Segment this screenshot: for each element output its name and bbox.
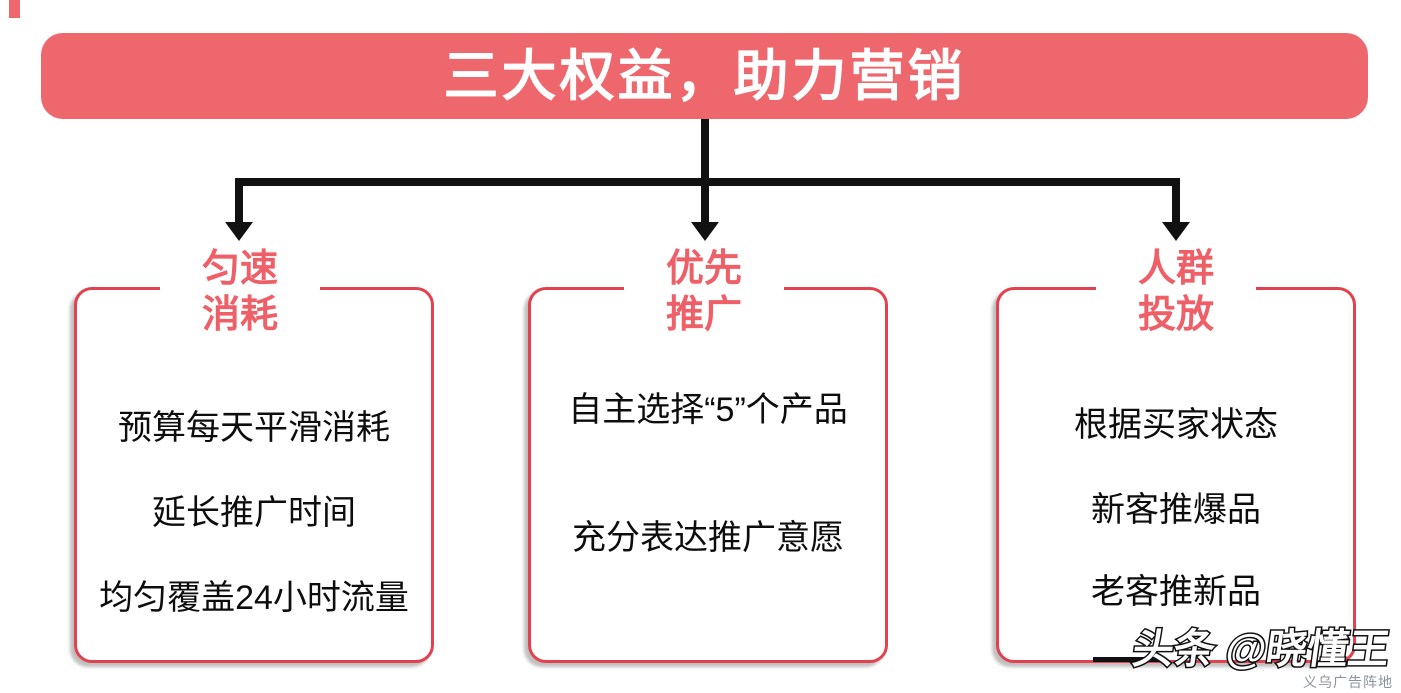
corner-mark bbox=[9, 0, 20, 18]
card-line: 延长推广时间 bbox=[152, 494, 356, 532]
connector-bar bbox=[235, 178, 1180, 186]
connector-stem-center bbox=[701, 119, 709, 224]
card-line: 预算每天平滑消耗 bbox=[118, 409, 390, 447]
card-audience-targeting: 根据买家状态 新客推爆品 老客推新品 bbox=[996, 287, 1356, 663]
connector-stem-right bbox=[1172, 178, 1180, 224]
card-header-priority-promotion: 优先 推广 bbox=[623, 246, 785, 338]
card-line: 新客推爆品 bbox=[1091, 491, 1261, 529]
card-header-uniform-pacing: 匀速 消耗 bbox=[159, 246, 321, 338]
card-line: 充分表达推广意愿 bbox=[572, 519, 844, 557]
title-banner: 三大权益，助力营销 bbox=[41, 33, 1368, 119]
watermark-caption: 义乌广告阵地 bbox=[1303, 674, 1393, 690]
connector-stem-left bbox=[235, 178, 243, 224]
card-header-audience-targeting: 人群 投放 bbox=[1095, 246, 1257, 338]
watermark-underline bbox=[1093, 657, 1165, 662]
down-arrow-icon bbox=[691, 222, 719, 241]
card-line: 均匀覆盖24小时流量 bbox=[99, 579, 409, 617]
card-priority-promotion: 自主选择“5”个产品 充分表达推广意愿 bbox=[528, 287, 888, 663]
down-arrow-icon bbox=[225, 222, 253, 241]
card-line: 老客推新品 bbox=[1091, 573, 1261, 611]
down-arrow-icon bbox=[1162, 222, 1190, 241]
card-uniform-pacing: 预算每天平滑消耗 延长推广时间 均匀覆盖24小时流量 bbox=[74, 287, 434, 663]
page-title: 三大权益，助力营销 bbox=[443, 44, 966, 107]
watermark-handle: 头条 @晓懂王 bbox=[1128, 625, 1394, 674]
card-line: 自主选择“5”个产品 bbox=[568, 391, 848, 429]
card-line: 根据买家状态 bbox=[1074, 406, 1278, 444]
